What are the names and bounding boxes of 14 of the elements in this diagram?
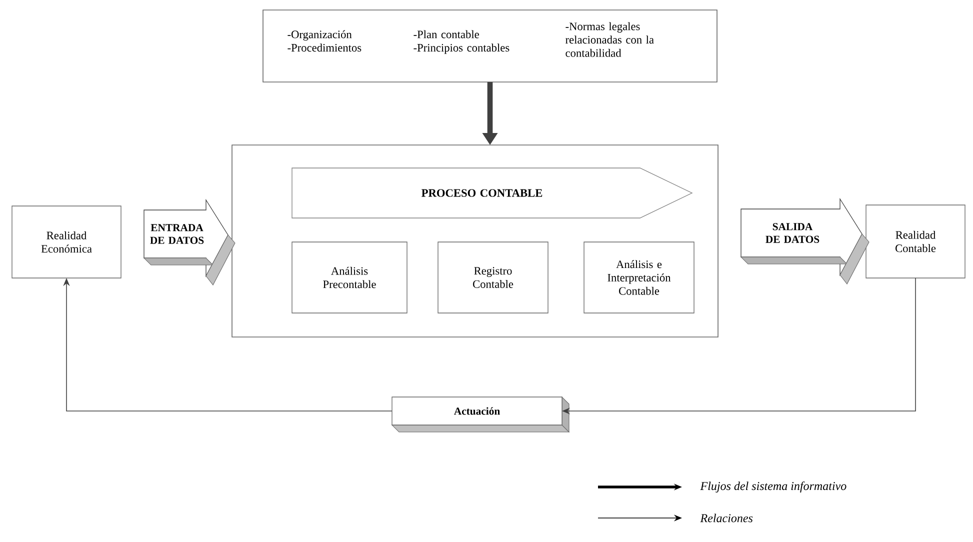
- process-box: Análisis Precontable: [292, 242, 408, 314]
- process-box: Realidad Contable: [866, 204, 966, 278]
- edge-label: ENTRADA DE DATOS: [150, 224, 204, 244]
- legend-text: Relaciones: [700, 514, 753, 522]
- process-box: Realidad Económica: [12, 206, 122, 278]
- item-list: -Organización -Procedimientos: [288, 30, 362, 52]
- process-box: Registro Contable: [438, 242, 548, 314]
- process-frame: [232, 144, 718, 338]
- item-list: -Normas legales relacionadas con la contabilidad: [566, 22, 654, 57]
- edge-label: SALIDA DE DATOS: [766, 223, 820, 243]
- process-box: Análisis e Interpretación Contable: [584, 242, 694, 314]
- legend-text: Flujos del sistema informativo: [700, 482, 846, 492]
- info-box: [262, 10, 718, 82]
- item-list: -Plan contable -Principios contables: [414, 30, 510, 54]
